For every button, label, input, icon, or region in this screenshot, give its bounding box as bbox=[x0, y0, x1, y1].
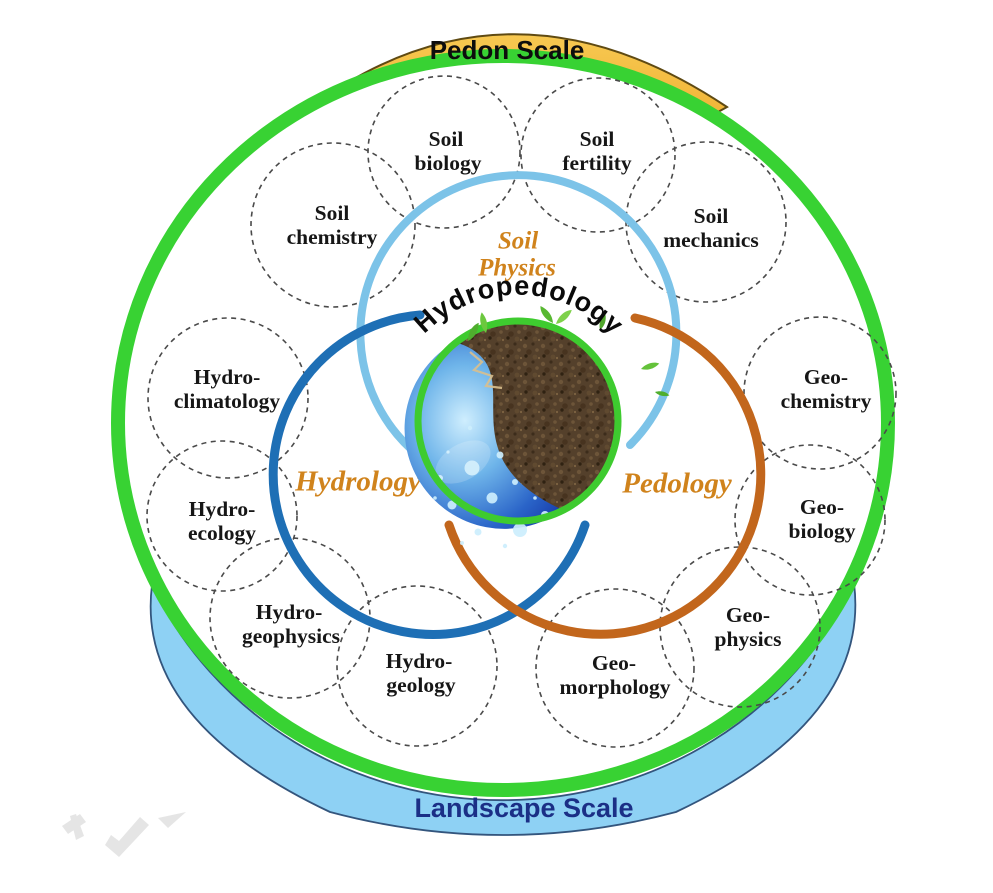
label-geo-chemistry-1: Geo- bbox=[804, 365, 848, 389]
circle-soil-chemistry bbox=[250, 142, 416, 308]
label-soil-fertility-1: Soil bbox=[580, 127, 615, 151]
water-half bbox=[404, 342, 563, 529]
label-soil-chemistry-2: chemistry bbox=[287, 225, 378, 249]
label-geo-morphology-2: morphology bbox=[559, 675, 670, 699]
core-discipline-arcs bbox=[268, 171, 766, 639]
label-soil-physics-1: Soil bbox=[498, 228, 538, 255]
label-geo-biology-2: biology bbox=[789, 519, 856, 543]
label-soil-biology-1: Soil bbox=[429, 127, 464, 151]
label-hydro-geophysics-1: Hydro- bbox=[256, 600, 323, 624]
label-hydro-geology-2: geology bbox=[386, 673, 456, 697]
circle-hydro-geology bbox=[336, 585, 498, 747]
circle-hydro-ecology bbox=[146, 440, 298, 592]
label-pedology: Pedology bbox=[621, 468, 732, 500]
label-hydro-ecology-2: ecology bbox=[188, 521, 256, 545]
pedon-scale-label: Pedon Scale bbox=[430, 35, 585, 65]
landscape-scale-band bbox=[149, 579, 857, 836]
label-geo-chemistry-2: chemistry bbox=[781, 389, 872, 413]
label-hydro-ecology-1: Hydro- bbox=[189, 497, 256, 521]
circle-geo-biology bbox=[734, 444, 886, 596]
circle-soil-fertility bbox=[520, 77, 676, 233]
label-hydrology: Hydrology bbox=[294, 466, 421, 498]
circle-soil-biology bbox=[367, 75, 521, 229]
soil-crack bbox=[469, 351, 503, 390]
label-hydro-climatology-2: climatology bbox=[174, 389, 281, 413]
sub-discipline-labels: Soil biology Soil fertility Soil chemist… bbox=[174, 127, 872, 699]
label-geo-biology-1: Geo- bbox=[800, 495, 844, 519]
landscape-scale-label: Landscape Scale bbox=[414, 793, 633, 823]
label-hydro-geology-1: Hydro- bbox=[386, 649, 453, 673]
label-hydro-geophysics-2: geophysics bbox=[242, 624, 340, 648]
circle-geo-morphology bbox=[535, 588, 695, 748]
pedology-circle bbox=[444, 313, 766, 639]
core-discipline-labels: Soil Physics Hydrology Pedology bbox=[294, 228, 732, 500]
label-geo-morphology-1: Geo- bbox=[592, 651, 636, 675]
label-soil-physics-2: Physics bbox=[477, 255, 556, 282]
circle-hydro-climatology bbox=[147, 317, 309, 479]
circle-geo-chemistry bbox=[743, 316, 897, 470]
label-soil-fertility-2: fertility bbox=[562, 151, 631, 175]
water-highlight bbox=[435, 440, 491, 484]
soil-water-globe-image bbox=[404, 305, 670, 549]
label-soil-chemistry-1: Soil bbox=[315, 201, 350, 225]
watermark-artifact bbox=[62, 812, 186, 857]
label-geo-physics-2: physics bbox=[715, 627, 782, 651]
soil-physics-circle bbox=[356, 171, 681, 454]
label-soil-mechanics-1: Soil bbox=[694, 204, 729, 228]
label-soil-mechanics-2: mechanics bbox=[663, 228, 759, 252]
label-hydro-climatology-1: Hydro- bbox=[194, 365, 261, 389]
label-geo-physics-1: Geo- bbox=[726, 603, 770, 627]
globe-green-rim bbox=[414, 317, 622, 525]
label-soil-biology-2: biology bbox=[415, 151, 482, 175]
sub-discipline-circles bbox=[146, 75, 897, 748]
